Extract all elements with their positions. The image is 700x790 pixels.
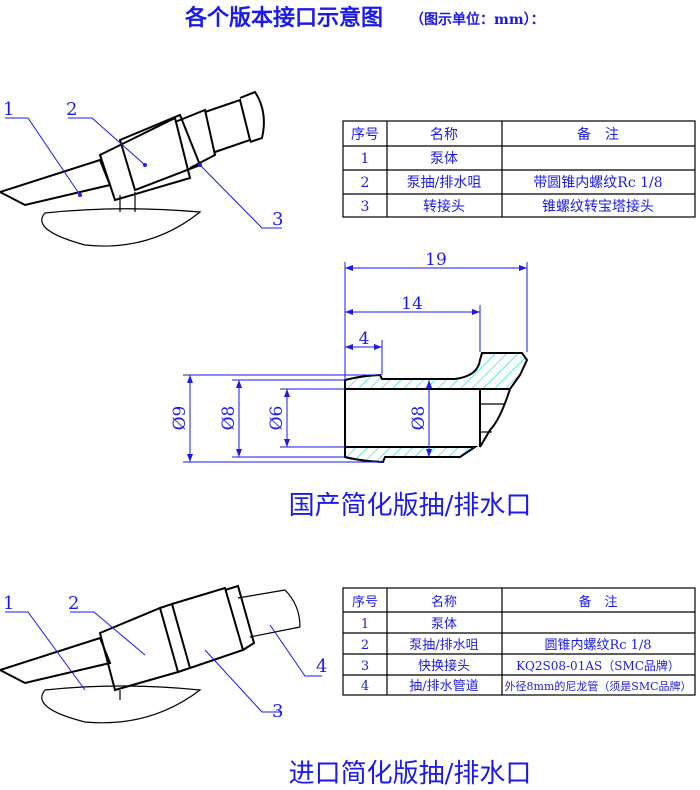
dim-length-14: 14	[401, 294, 423, 314]
table-cell: 转接头	[423, 198, 465, 215]
callout-3: 3	[272, 701, 283, 722]
page-title: 各个版本接口示意图	[184, 5, 383, 31]
dim-length-19: 19	[425, 250, 447, 270]
callout-2: 2	[66, 99, 77, 120]
callout-2: 2	[68, 593, 79, 614]
domestic-assembly-drawing: 1 2 3	[0, 90, 283, 247]
dim-dia-8-outer: Ø8	[219, 406, 239, 431]
table-header: 序号	[351, 127, 379, 143]
table-cell: 带圆锥内螺纹Rc 1/8	[533, 175, 662, 191]
table-cell: 2	[361, 638, 369, 653]
table-cell: 泵抽/排水咀	[409, 638, 478, 653]
table-cell: 1	[361, 617, 369, 632]
table-header: 备 注	[578, 594, 617, 610]
adapter-section-drawing: 19 14 4 Ø9 Ø8 Ø6 Ø8	[170, 250, 529, 464]
dim-dia-6: Ø6	[267, 406, 287, 431]
table-cell: 4	[361, 679, 369, 694]
callout-1: 1	[3, 593, 14, 614]
dim-dia-9: Ø9	[170, 406, 190, 431]
callout-4: 4	[316, 656, 327, 677]
table-header: 名称	[431, 594, 457, 610]
table-header: 备 注	[577, 126, 619, 143]
dim-length-4: 4	[359, 329, 370, 349]
table-cell: KQ2S08-01AS（SMC品牌）	[516, 659, 680, 673]
table-cell: 锥螺纹转宝塔接头	[542, 198, 654, 215]
unit-note: （图示单位：mm）：	[410, 11, 545, 28]
imported-caption: 进口简化版抽/排水口	[289, 759, 532, 789]
imported-assembly-drawing: 1 2 3 4	[0, 584, 327, 724]
table-cell: 3	[361, 199, 370, 215]
table-cell: 泵抽/排水咀	[407, 175, 482, 191]
table-cell: 2	[361, 175, 370, 191]
table-header: 序号	[352, 595, 378, 610]
table-header: 名称	[430, 127, 458, 143]
table-cell: 抽/排水管道	[409, 679, 478, 694]
domestic-caption: 国产简化版抽/排水口	[289, 491, 532, 521]
table-cell: 外径8mm的尼龙管（须是SMC品牌）	[504, 679, 691, 693]
table-cell: 泵体	[431, 617, 457, 632]
table-cell: 3	[361, 659, 369, 674]
table-cell: 圆锥内螺纹Rc 1/8	[544, 637, 651, 653]
domestic-parts-table: 序号 名称 备 注 1 泵体 2 泵抽/排水咀 带圆锥内螺纹Rc 1/8 3 转…	[342, 120, 696, 218]
table-cell: 1	[361, 151, 370, 167]
imported-parts-table: 序号 名称 备 注 1 泵体 2 泵抽/排水咀 圆锥内螺纹Rc 1/8 3 快换…	[342, 587, 696, 696]
callout-1: 1	[3, 99, 14, 120]
table-cell: 快换接头	[418, 658, 470, 674]
callout-3: 3	[272, 209, 283, 230]
dim-dia-8-inner: Ø8	[409, 406, 429, 431]
table-cell: 泵体	[430, 151, 458, 167]
